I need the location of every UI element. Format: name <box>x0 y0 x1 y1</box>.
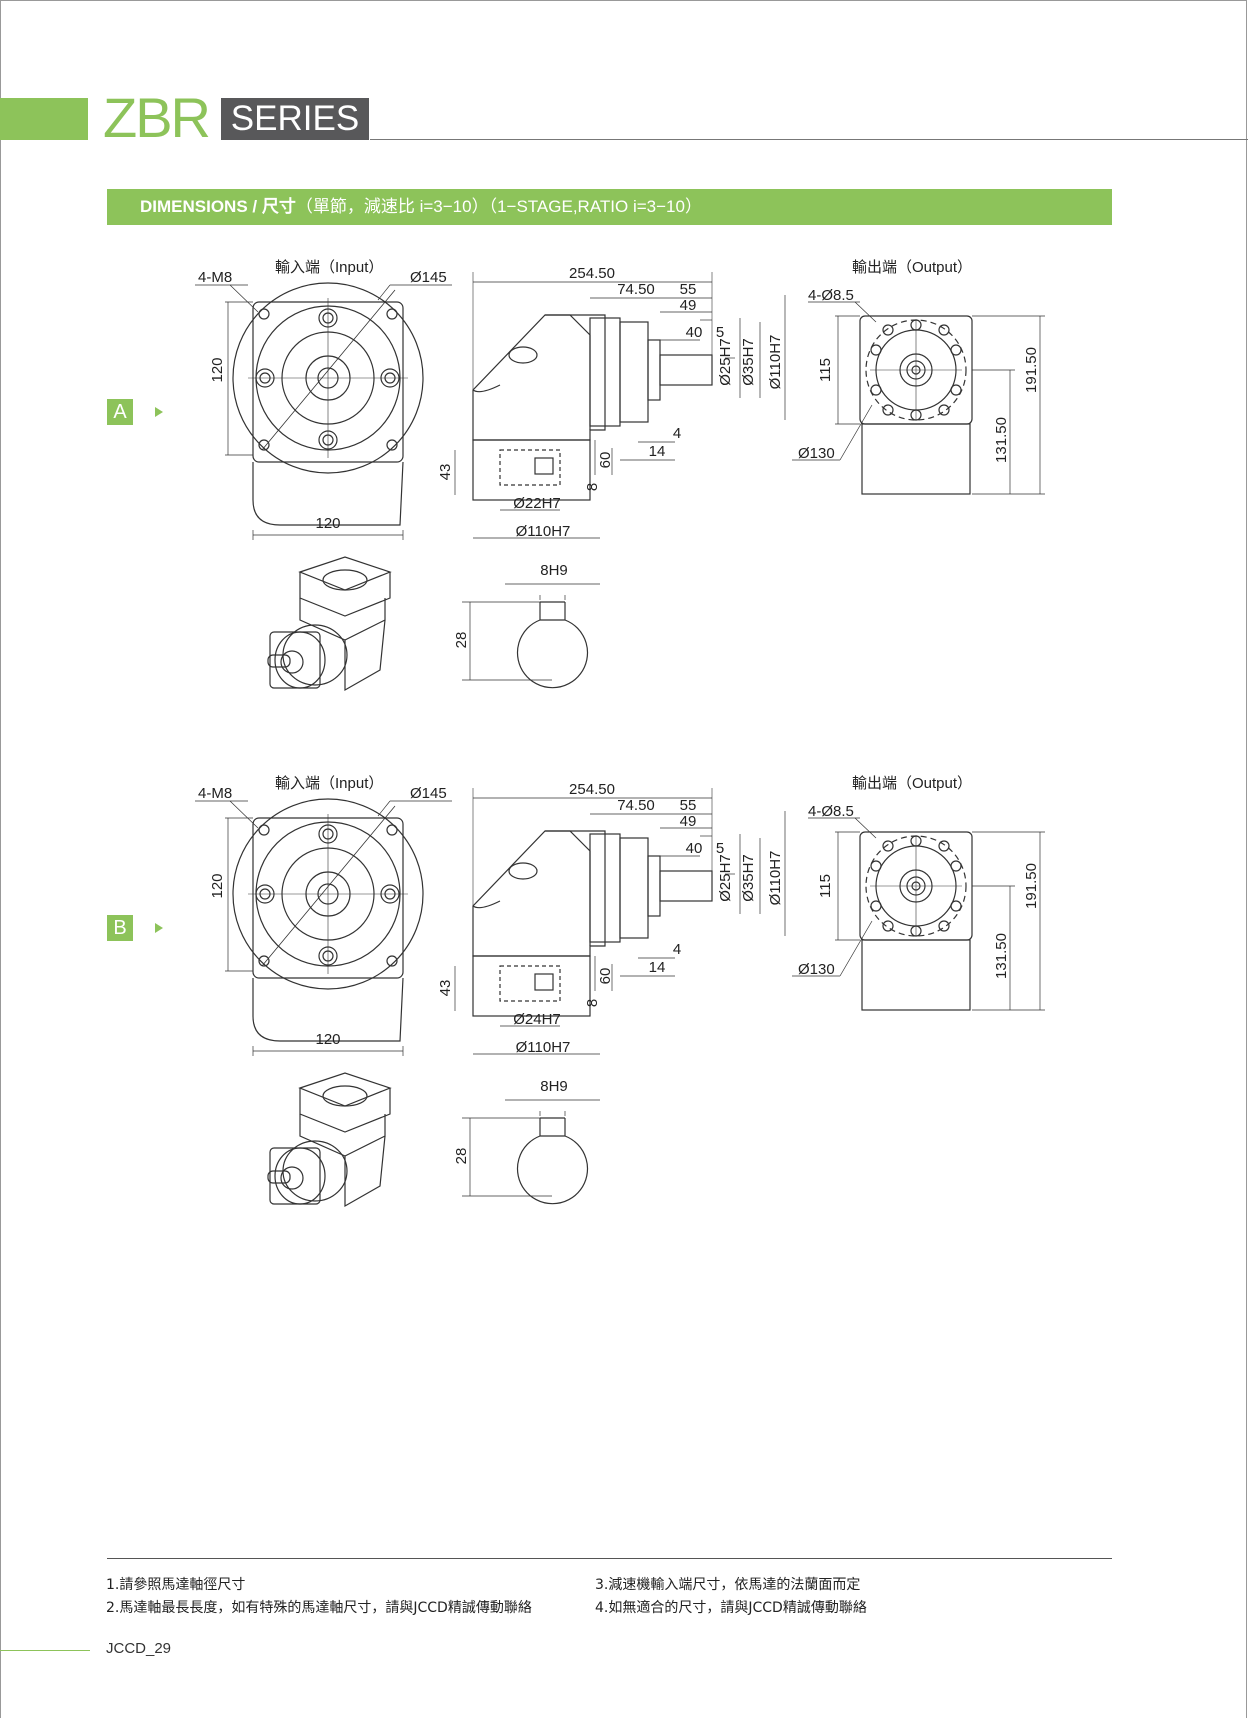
header-rule <box>370 139 1248 140</box>
output-body-diameter: Ø110H7 <box>767 335 784 390</box>
section-badge: A <box>107 399 133 425</box>
note-1: 1.請參照馬達軸徑尺寸 <box>106 1577 246 1593</box>
isometric-view <box>267 556 392 692</box>
output-flange-view <box>792 817 1045 1011</box>
input-bore-diameter: Ø24H7 <box>513 1011 561 1028</box>
input-flange-height: 120 <box>209 357 226 382</box>
section-arrow-icon <box>155 923 163 933</box>
output-pcd-diameter: Ø130 <box>798 445 835 462</box>
dimension-drawing: 輸入端（Input） 輸出端（Output） 4-M8 Ø145 120 120… <box>195 775 1045 1208</box>
dimension-43: 43 <box>437 980 454 997</box>
dimensions-title: DIMENSIONS / 尺寸（單節，減速比 i=3−10）（1−STAGE,R… <box>140 189 702 225</box>
note-4: 4.如無適合的尺寸，請與JCCD精誠傳動聯絡 <box>595 1600 867 1616</box>
length-49: 49 <box>680 813 697 830</box>
output-bolt-dimension: 4-Ø8.5 <box>808 803 854 820</box>
shaft-key-height: 28 <box>453 1148 470 1165</box>
dimension-8: 8 <box>584 483 601 491</box>
series-logo: ZBR <box>103 86 211 149</box>
length-40: 40 <box>686 324 703 341</box>
input-bore-diameter: Ø22H7 <box>513 495 561 512</box>
output-dimension-131-50: 131.50 <box>993 417 1010 463</box>
output-end-label: 輸出端（Output） <box>852 259 972 276</box>
length-5: 5 <box>716 324 724 341</box>
header-accent-bar <box>0 98 88 140</box>
output-dimension-191-50: 191.50 <box>1023 863 1040 909</box>
length-49: 49 <box>680 297 697 314</box>
shaft-keyway-view <box>462 1099 600 1205</box>
shaft-keyway-view <box>462 583 600 689</box>
output-pcd-diameter: Ø130 <box>798 961 835 978</box>
output-shaft-diameter: Ø25H7 <box>717 338 734 386</box>
side-view <box>454 272 786 539</box>
input-flange-width: 120 <box>315 1031 340 1048</box>
output-dimension-115: 115 <box>817 358 834 382</box>
length-74-50: 74.50 <box>617 281 655 298</box>
dimensions-title-bar <box>107 189 1112 225</box>
series-label: SERIES <box>221 98 369 140</box>
dimension-4: 4 <box>673 425 681 442</box>
output-shaft-diameter: Ø25H7 <box>717 854 734 902</box>
length-40: 40 <box>686 840 703 857</box>
input-flange-view <box>195 282 452 540</box>
dimension-60: 60 <box>597 452 614 469</box>
length-55: 55 <box>680 797 697 814</box>
length-55: 55 <box>680 281 697 298</box>
dimension-43: 43 <box>437 464 454 481</box>
dimension-4: 4 <box>673 941 681 958</box>
footer-rule <box>107 1558 1112 1559</box>
output-body-diameter: Ø110H7 <box>767 851 784 906</box>
input-pilot-diameter: Ø110H7 <box>516 523 571 540</box>
input-bolt-dimension: 4-M8 <box>198 269 232 286</box>
keyway-width: 8H9 <box>540 562 568 579</box>
dimensions-title-bold: DIMENSIONS / 尺寸 <box>140 197 296 216</box>
shaft-key-height: 28 <box>453 632 470 649</box>
input-flange-view <box>195 798 452 1056</box>
note-2: 2.馬達軸最長長度，如有特殊的馬達軸尺寸，請與JCCD精誠傳動聯絡 <box>106 1600 532 1616</box>
output-bolt-dimension: 4-Ø8.5 <box>808 287 854 304</box>
input-pilot-diameter: Ø110H7 <box>516 1039 571 1056</box>
section-badge: B <box>107 915 133 941</box>
input-flange-height: 120 <box>209 873 226 898</box>
dimension-14: 14 <box>649 959 666 976</box>
input-end-label: 輸入端（Input） <box>275 259 383 276</box>
overall-length: 254.50 <box>569 781 615 798</box>
side-view <box>454 788 786 1055</box>
dimension-14: 14 <box>649 443 666 460</box>
input-end-label: 輸入端（Input） <box>275 775 383 792</box>
output-dimension-131-50: 131.50 <box>993 933 1010 979</box>
output-dimension-115: 115 <box>817 874 834 898</box>
dimensions-title-rest: （單節，減速比 i=3−10）（1−STAGE,RATIO i=3−10） <box>295 197 702 216</box>
output-end-label: 輸出端（Output） <box>852 775 972 792</box>
output-flange-view <box>792 301 1045 495</box>
isometric-view <box>267 1072 392 1208</box>
dimension-drawing: 輸入端（Input） 輸出端（Output） 4-M8 Ø145 120 120… <box>195 259 1045 692</box>
page-number-rule <box>0 1650 90 1651</box>
page-number: JCCD_29 <box>106 1640 172 1657</box>
length-5: 5 <box>716 840 724 857</box>
input-bolt-dimension: 4-M8 <box>198 785 232 802</box>
input-flange-diameter: Ø145 <box>410 269 447 286</box>
overall-length: 254.50 <box>569 265 615 282</box>
output-pilot-diameter: Ø35H7 <box>740 338 757 386</box>
note-3: 3.減速機輸入端尺寸，依馬達的法蘭面而定 <box>595 1577 861 1593</box>
output-dimension-191-50: 191.50 <box>1023 347 1040 393</box>
length-74-50: 74.50 <box>617 797 655 814</box>
dimension-8: 8 <box>584 999 601 1007</box>
input-flange-diameter: Ø145 <box>410 785 447 802</box>
section-arrow-icon <box>155 407 163 417</box>
keyway-width: 8H9 <box>540 1078 568 1095</box>
input-flange-width: 120 <box>315 515 340 532</box>
output-pilot-diameter: Ø35H7 <box>740 854 757 902</box>
dimension-60: 60 <box>597 968 614 985</box>
